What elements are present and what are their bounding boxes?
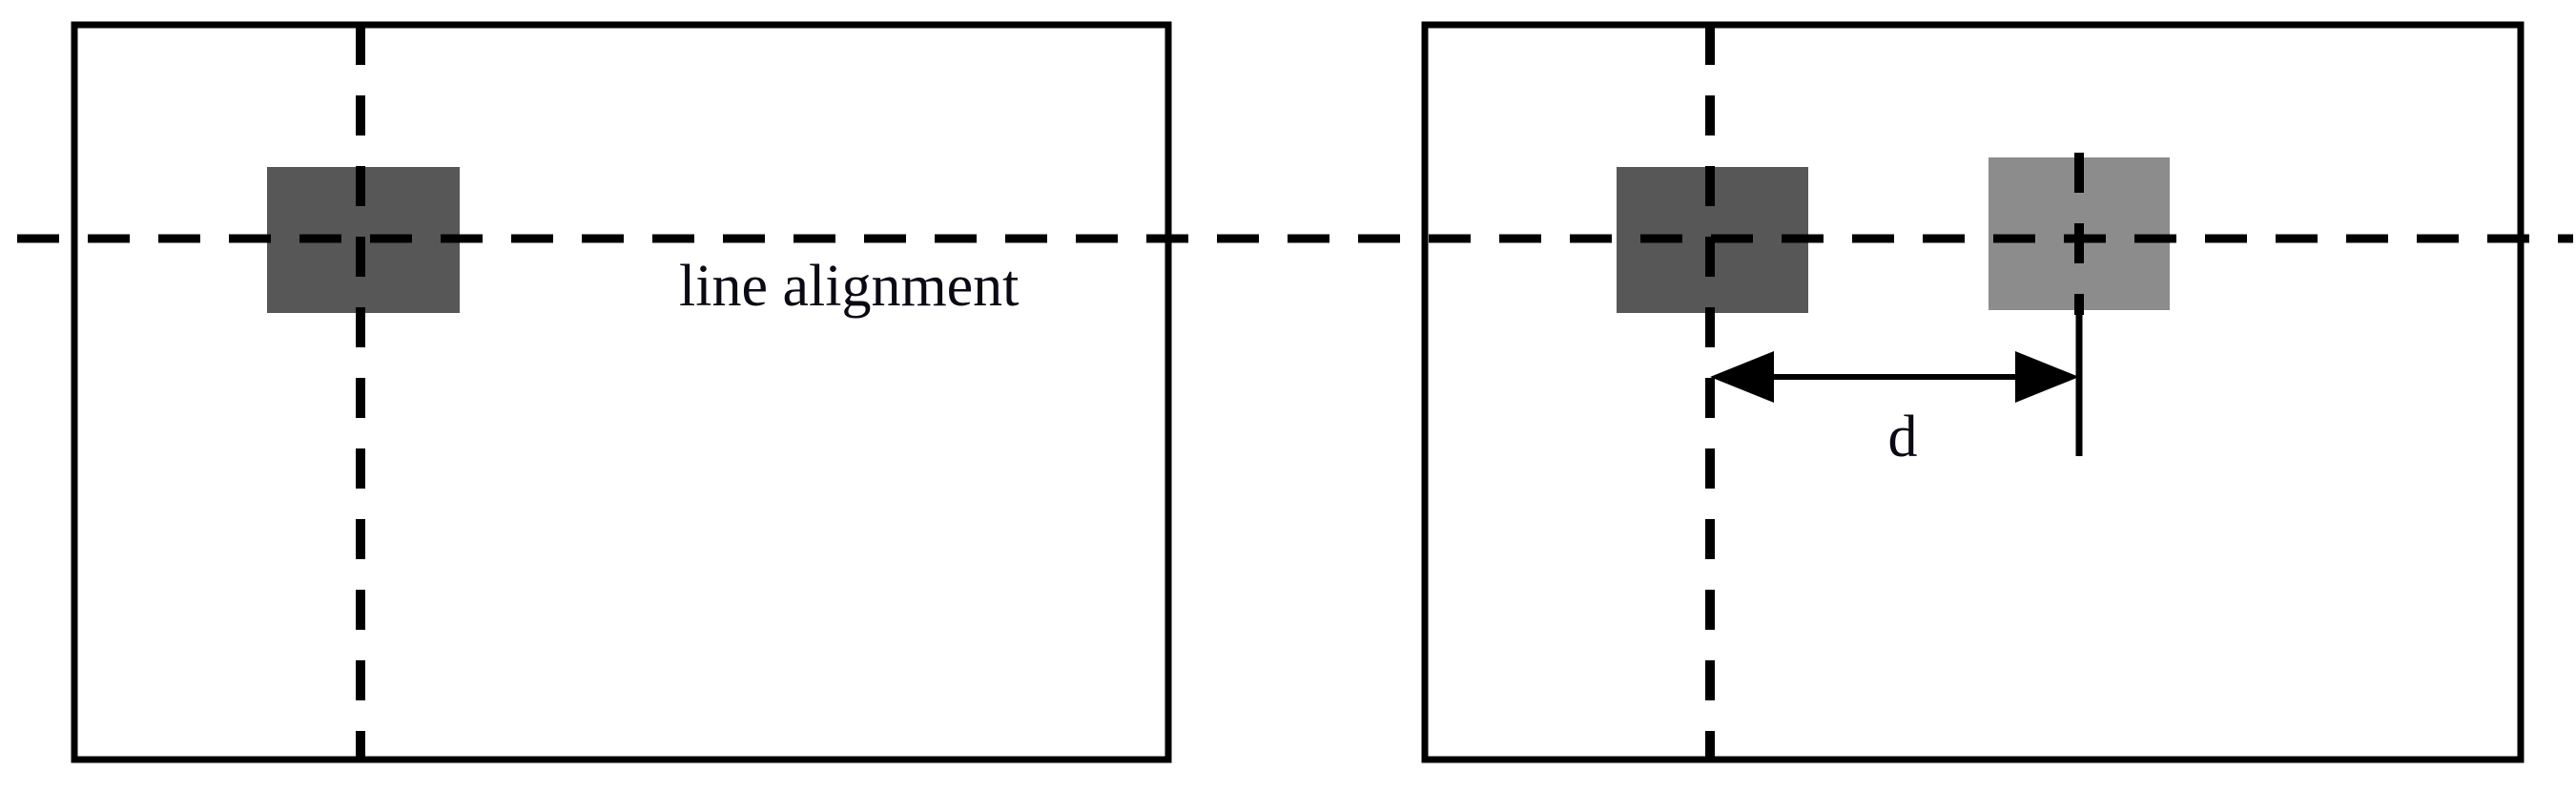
distance-d-dimension <box>1710 351 2079 403</box>
arrow-left-head <box>1710 351 1774 403</box>
panel-left-border <box>71 21 1172 763</box>
distance-d-label: d <box>1888 405 1918 469</box>
panel-right-border <box>1421 21 2524 763</box>
panel-left <box>71 21 1172 763</box>
panel-right <box>1421 21 2524 763</box>
arrow-right-head <box>2015 351 2079 403</box>
line-alignment-label: line alignment <box>679 254 1019 319</box>
